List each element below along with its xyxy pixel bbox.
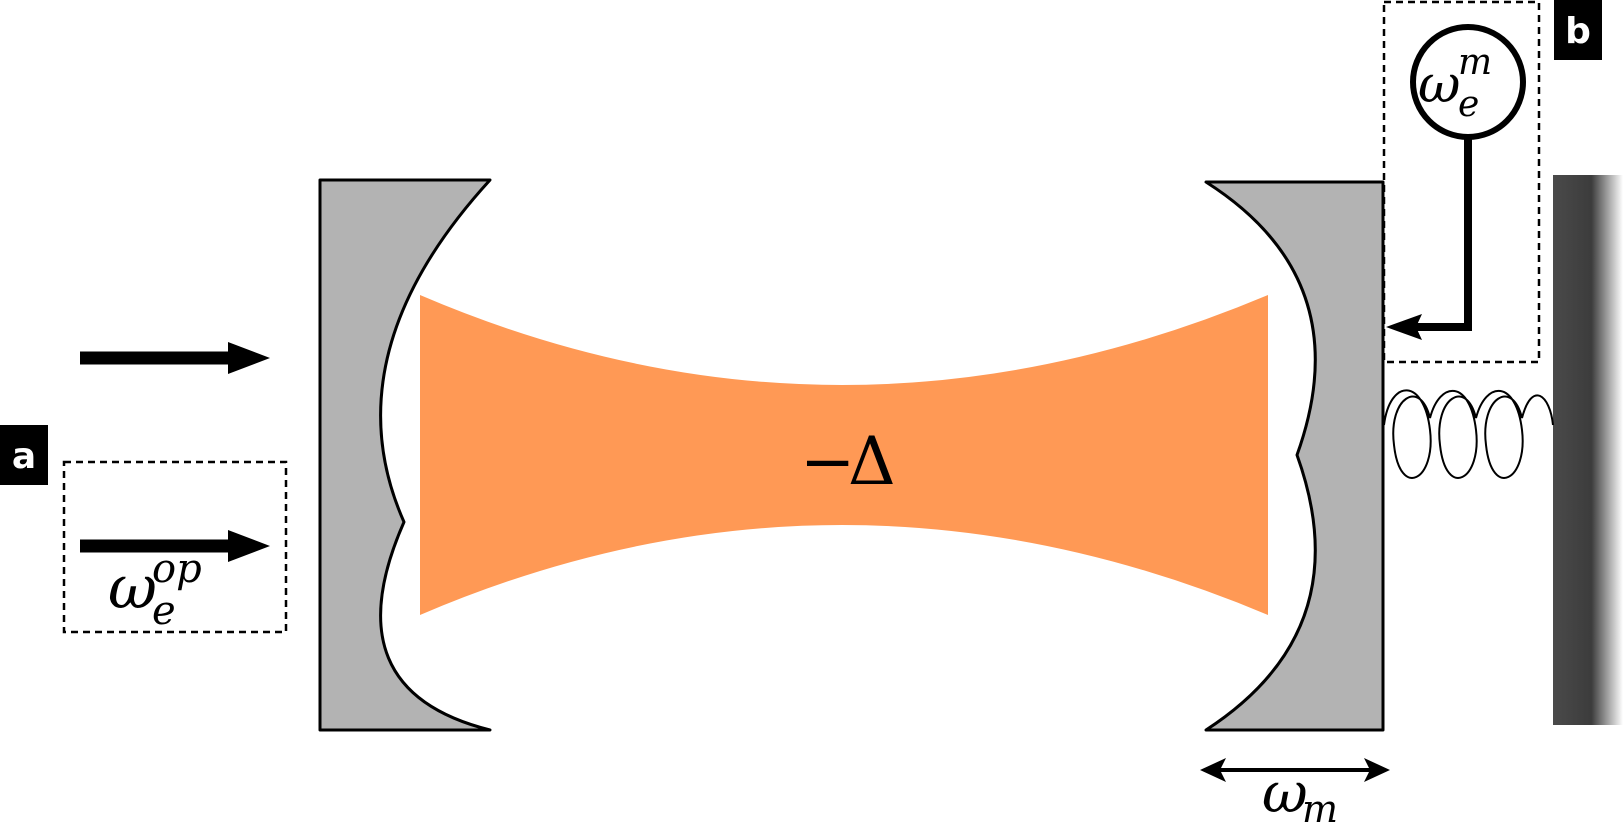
panel-a-tag (0, 425, 48, 485)
panel-a-label: a (12, 436, 36, 477)
optical-drive-frequency-label: ω op e (108, 546, 202, 634)
fixed-wall (1553, 175, 1623, 725)
left-mirror (318, 178, 492, 732)
svg-text:ω: ω (108, 553, 157, 623)
mechanical-drive-dashed-box (1382, 0, 1541, 364)
panel-b-label: b (1565, 11, 1591, 52)
cavity-light-field (420, 295, 1268, 615)
svg-text:e: e (1458, 84, 1479, 125)
mechanical-drive-arrow (1386, 137, 1472, 340)
optical-drive-dashed-box (62, 460, 288, 634)
svg-text:−: − (800, 423, 855, 500)
svg-text:ω: ω (1418, 55, 1460, 115)
svg-text:m: m (1458, 42, 1492, 83)
cavity-detuning-label: − Δ (800, 423, 896, 500)
svg-text:ω: ω (1262, 761, 1308, 825)
mechanical-drive-frequency-label: ω m e (1418, 42, 1492, 125)
mechanical-oscillation-arrow (1200, 758, 1390, 782)
svg-text:op: op (152, 546, 202, 592)
input-laser-arrow-top (80, 342, 270, 374)
svg-text:Δ: Δ (848, 423, 896, 500)
svg-text:e: e (152, 588, 176, 634)
svg-text:m: m (1302, 787, 1338, 825)
mechanical-frequency-label: ω m (1262, 761, 1338, 825)
coil-spring (1383, 389, 1554, 479)
panel-b-tag (1554, 0, 1602, 60)
right-mirror (1204, 180, 1385, 732)
input-laser-arrow-drive (80, 530, 270, 562)
